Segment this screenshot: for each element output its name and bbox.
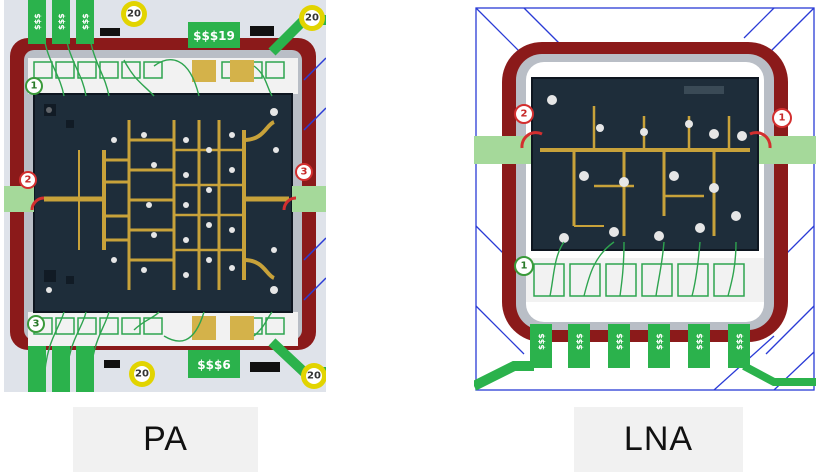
pa-bottom-gold-pad-1 — [192, 316, 216, 340]
svg-text:20: 20 — [127, 9, 141, 20]
lna-dc-pads — [530, 324, 750, 368]
lna-marker-2: 2 — [514, 104, 543, 149]
lna-pad-label-6: $$$ — [735, 333, 744, 350]
pa-die — [34, 94, 292, 312]
pa-via-20-top-left: 20 — [121, 1, 147, 27]
lna-circuit-traces — [540, 106, 750, 236]
pa-ground-stubs — [100, 26, 280, 372]
pa-die-dark-pads — [44, 104, 74, 284]
lna-die — [532, 78, 758, 250]
pa-marker-3-right: 3 — [282, 163, 313, 211]
pa-pad-label-left-1: $$$ — [33, 13, 42, 30]
pa-marker-3-bottom: 3 — [27, 315, 45, 333]
pa-top-pad-label: $$$19 — [193, 29, 235, 43]
pa-via-20-top-right: 20 — [299, 5, 325, 31]
lna-pad-label-1: $$$ — [537, 333, 546, 350]
svg-text:20: 20 — [307, 371, 321, 382]
pa-bottom-gold-pad-2 — [230, 316, 254, 340]
lna-rf-output-line — [758, 136, 816, 164]
lna-pad-label-4: $$$ — [655, 333, 664, 350]
lna-pad-label-5: $$$ — [695, 333, 704, 350]
pa-bottom-left-dc-pads — [28, 346, 94, 392]
pa-marker-2: 2 — [19, 171, 45, 211]
lna-marker-1-bottom: 1 — [514, 256, 534, 276]
svg-text:2: 2 — [25, 175, 32, 186]
lna-layout-svg: $$$ $$$ $$$ $$$ $$$ $$$ 2 1 1 — [474, 6, 816, 392]
pa-components — [46, 107, 279, 294]
svg-text:20: 20 — [305, 13, 319, 24]
pa-keepout-lines — [303, 57, 326, 301]
pa-top-left-dc-pads: $$$ $$$ $$$ — [28, 0, 94, 44]
pa-top-gold-pad-2 — [230, 60, 254, 82]
pa-pad-label-left-2: $$$ — [57, 13, 66, 30]
lna-bondpad-row — [526, 258, 764, 302]
pa-marker-1: 1 — [25, 77, 43, 95]
pa-layout-svg: $$$ $$$ $$$ $$$19 $$$6 20 20 — [4, 0, 326, 392]
lna-bond-wires — [549, 241, 737, 297]
svg-text:1: 1 — [31, 81, 38, 92]
pa-rf-output-line — [292, 186, 326, 212]
pa-top-bondpads — [28, 58, 298, 94]
lna-bottom-trace-left — [474, 361, 534, 391]
lna-marker-1-right: 1 — [749, 108, 792, 149]
lna-bond-cells — [533, 263, 745, 297]
pa-via-20-bottom-right: 20 — [301, 363, 326, 389]
svg-text:20: 20 — [135, 369, 149, 380]
pa-bottom-bondpads — [28, 312, 298, 346]
pa-bottom-pad-label: $$$6 — [197, 358, 230, 372]
lna-layout-image: $$$ $$$ $$$ $$$ $$$ $$$ 2 1 1 — [474, 6, 816, 392]
pa-pad-label-left-3: $$$ — [81, 13, 90, 30]
lna-caption: LNA — [574, 407, 743, 472]
lna-die-marking — [684, 86, 724, 94]
svg-text:1: 1 — [779, 113, 786, 124]
pa-bottom-dc-pad — [188, 350, 240, 378]
pa-top-gold-pad-1 — [192, 60, 216, 82]
pa-top-dc-pad — [188, 22, 240, 48]
lna-bottom-trace-right — [742, 362, 816, 386]
svg-text:3: 3 — [301, 167, 308, 178]
pa-layout-image: $$$ $$$ $$$ $$$19 $$$6 20 20 — [4, 0, 326, 392]
pa-via-20-bottom-left: 20 — [129, 361, 155, 387]
svg-text:1: 1 — [521, 261, 528, 272]
pa-rf-input-line — [4, 186, 34, 212]
lna-components — [547, 95, 747, 243]
svg-text:3: 3 — [33, 319, 40, 330]
svg-text:2: 2 — [521, 109, 528, 120]
pa-caption: PA — [73, 407, 258, 472]
pa-circuit-traces — [44, 120, 289, 290]
lna-pad-label-2: $$$ — [575, 333, 584, 350]
lna-pad-label-3: $$$ — [615, 333, 624, 350]
